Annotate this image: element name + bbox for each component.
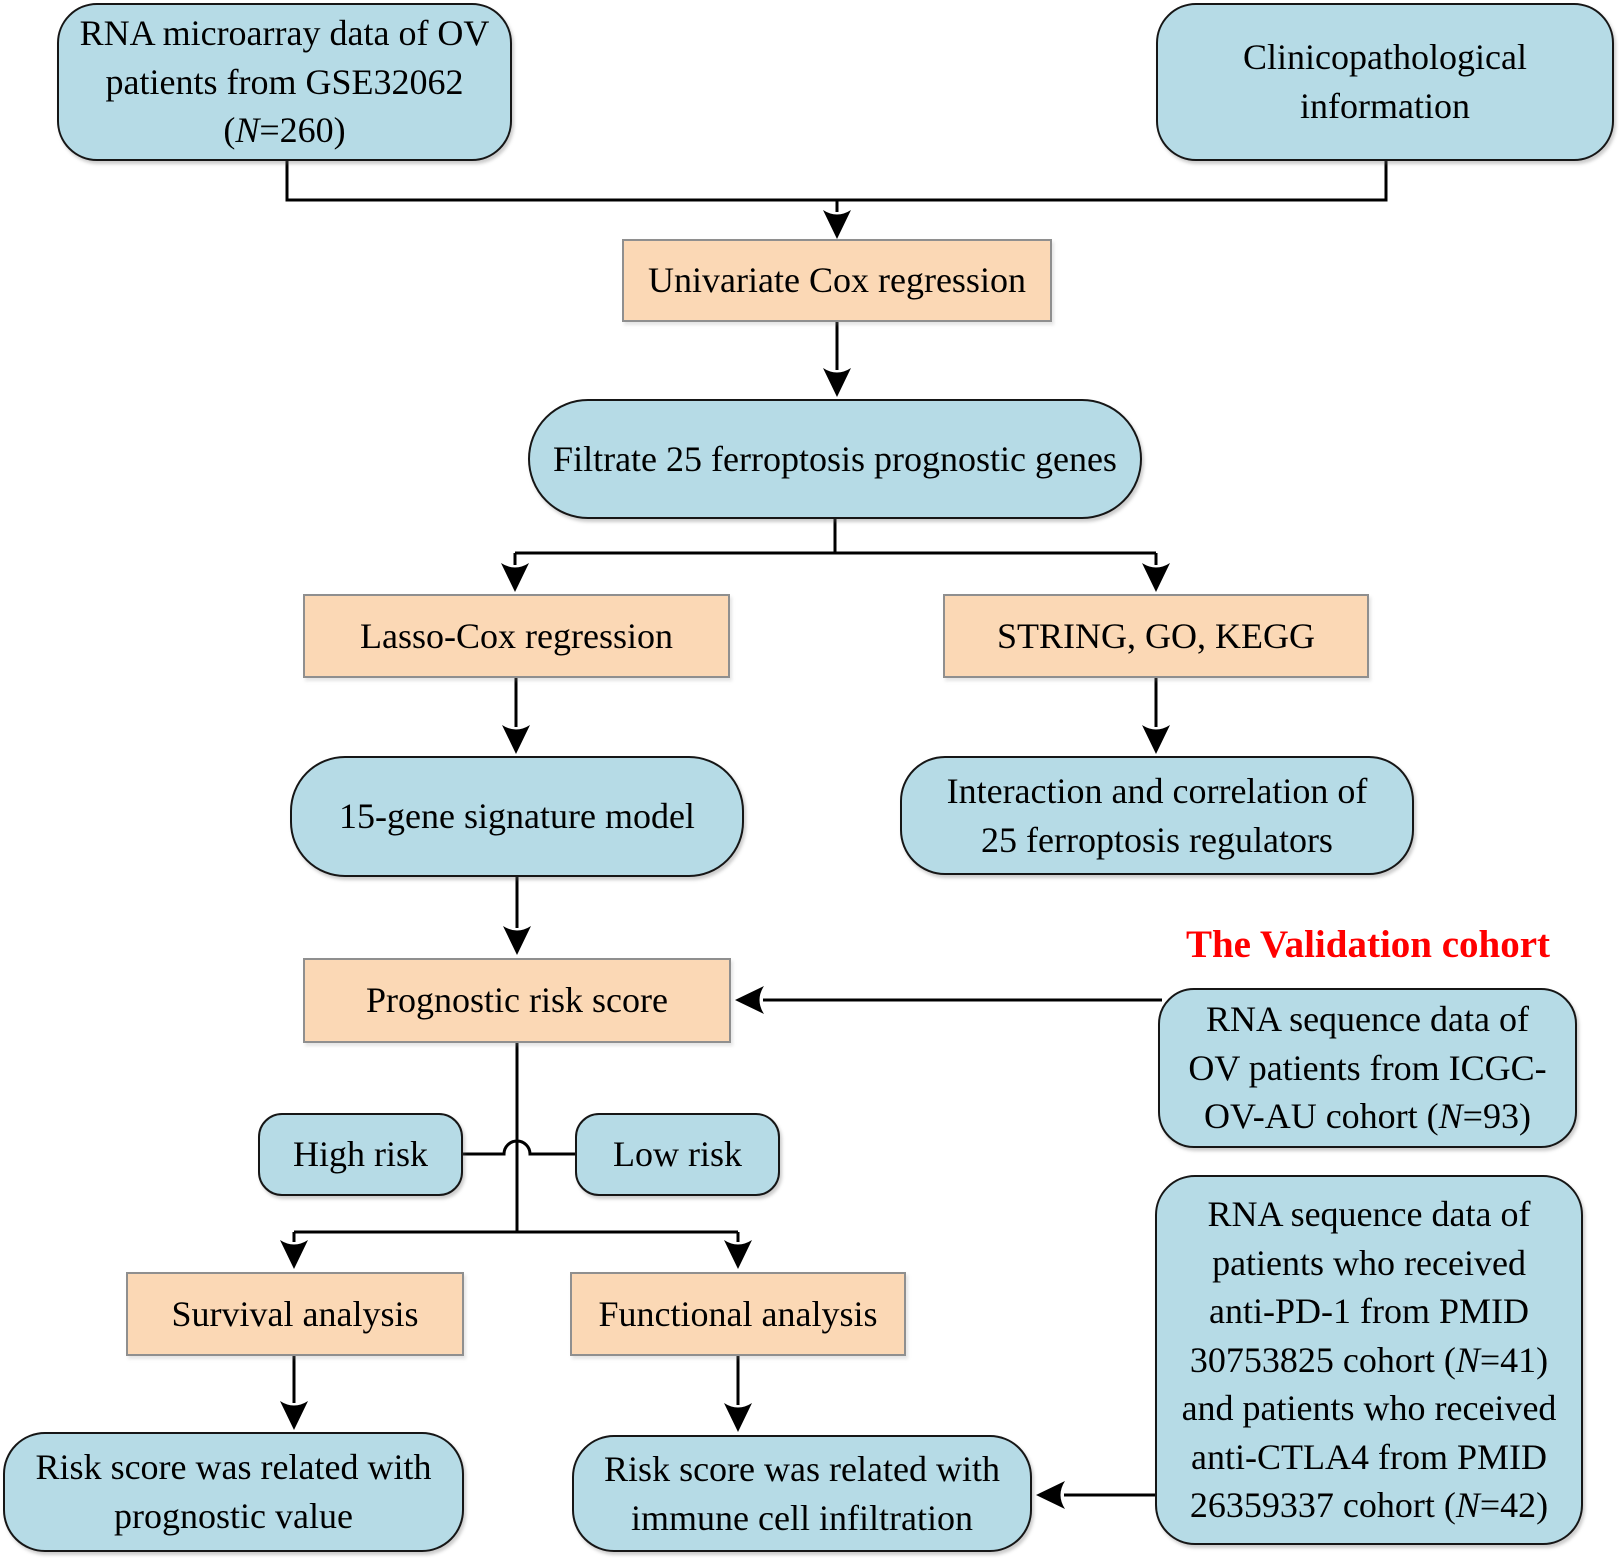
arrowhead-to-filtrate <box>823 368 851 397</box>
arrowhead-to-lasso <box>501 563 529 592</box>
node-string-go-kegg: STRING, GO, KEGG <box>943 594 1369 678</box>
connector-analysis-branch <box>292 1230 740 1242</box>
node-15-gene-signature: 15-gene signature model <box>290 756 744 877</box>
connector-merge-top <box>285 160 1388 202</box>
arrowhead-to-string <box>1142 563 1170 592</box>
connector-filtrate-branch <box>513 519 1158 565</box>
arrowhead-to-prognostic-value <box>280 1401 308 1430</box>
arrowhead-to-immune <box>724 1403 752 1432</box>
node-survival-analysis: Survival analysis <box>126 1272 464 1356</box>
arrowhead-into-immune-right <box>1036 1481 1065 1509</box>
node-high-risk: High risk <box>258 1113 463 1196</box>
node-functional-analysis: Functional analysis <box>570 1272 906 1356</box>
node-lasso-cox: Lasso-Cox regression <box>303 594 730 678</box>
arrowhead-into-prognostic-right <box>735 986 764 1014</box>
node-low-risk: Low risk <box>575 1113 780 1196</box>
validation-cohort-label: The Validation cohort <box>1185 923 1551 966</box>
arrowhead-to-functional <box>724 1240 752 1269</box>
connector-high-low-hop <box>463 1139 575 1156</box>
node-filtrate-genes: Filtrate 25 ferroptosis prognostic genes <box>528 399 1142 519</box>
arrowhead-to-interaction <box>1142 725 1170 754</box>
arrowhead-to-prognostic <box>503 926 531 955</box>
node-univariate-cox: Univariate Cox regression <box>622 239 1052 322</box>
arrowhead-to-survival <box>280 1240 308 1269</box>
arrowhead-to-gene15 <box>502 725 530 754</box>
node-prognostic-risk-score: Prognostic risk score <box>303 958 731 1043</box>
arrowhead-to-univariate <box>823 210 851 239</box>
